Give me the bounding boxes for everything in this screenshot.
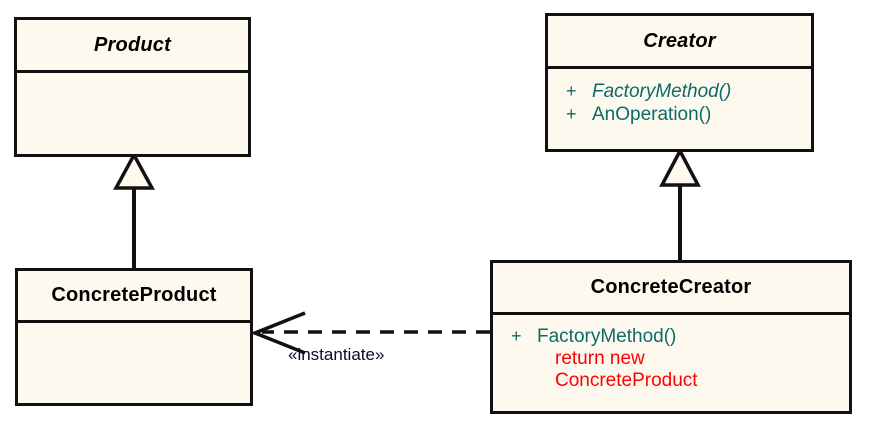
dependency-instantiate (250, 311, 490, 355)
class-creator-members-compartment: + FactoryMethod() + AnOperation() (548, 69, 811, 149)
class-concrete-creator[interactable]: ConcreteCreator + FactoryMethod() return… (490, 260, 852, 414)
class-concrete-creator-note-row: return new (493, 348, 849, 370)
class-concrete-creator-note-row: ConcreteProduct (493, 370, 849, 392)
member-name: FactoryMethod() (537, 326, 677, 347)
generalization-product (113, 151, 155, 269)
class-product[interactable]: Product (14, 17, 251, 157)
class-creator-member-row[interactable]: + FactoryMethod() (548, 80, 811, 103)
class-concrete-product-members-compartment (18, 323, 250, 403)
class-concrete-creator-name: ConcreteCreator (590, 276, 752, 298)
class-concrete-creator-member-row[interactable]: + FactoryMethod() (493, 325, 849, 348)
member-visibility: + (566, 81, 577, 101)
dependency-instantiate-arrowhead (250, 311, 306, 355)
member-note-line: ConcreteProduct (555, 370, 698, 391)
class-product-title-compartment: Product (17, 20, 248, 73)
class-concrete-product-title-compartment: ConcreteProduct (18, 271, 250, 323)
class-creator-name: Creator (643, 29, 716, 52)
class-creator[interactable]: Creator + FactoryMethod() + AnOperation(… (545, 13, 814, 152)
member-name: FactoryMethod() (592, 81, 732, 102)
member-visibility: + (566, 104, 577, 124)
class-product-name: Product (94, 33, 171, 56)
class-concrete-creator-title-compartment: ConcreteCreator (493, 263, 849, 315)
member-visibility: + (511, 326, 522, 346)
class-creator-member-row[interactable]: + AnOperation() (548, 103, 811, 126)
class-concrete-product-name: ConcreteProduct (51, 284, 217, 306)
member-name: AnOperation() (592, 104, 712, 125)
generalization-creator (659, 147, 701, 261)
generalization-product-triangle (113, 151, 155, 190)
class-creator-title-compartment: Creator (548, 16, 811, 69)
member-note-line: return new (555, 348, 645, 369)
class-product-members-compartment (17, 73, 248, 154)
generalization-creator-triangle (659, 147, 701, 187)
class-concrete-product[interactable]: ConcreteProduct (15, 268, 253, 406)
dependency-instantiate-label: «instantiate» (288, 345, 385, 364)
class-concrete-creator-members-compartment: + FactoryMethod() return new ConcretePro… (493, 315, 849, 411)
